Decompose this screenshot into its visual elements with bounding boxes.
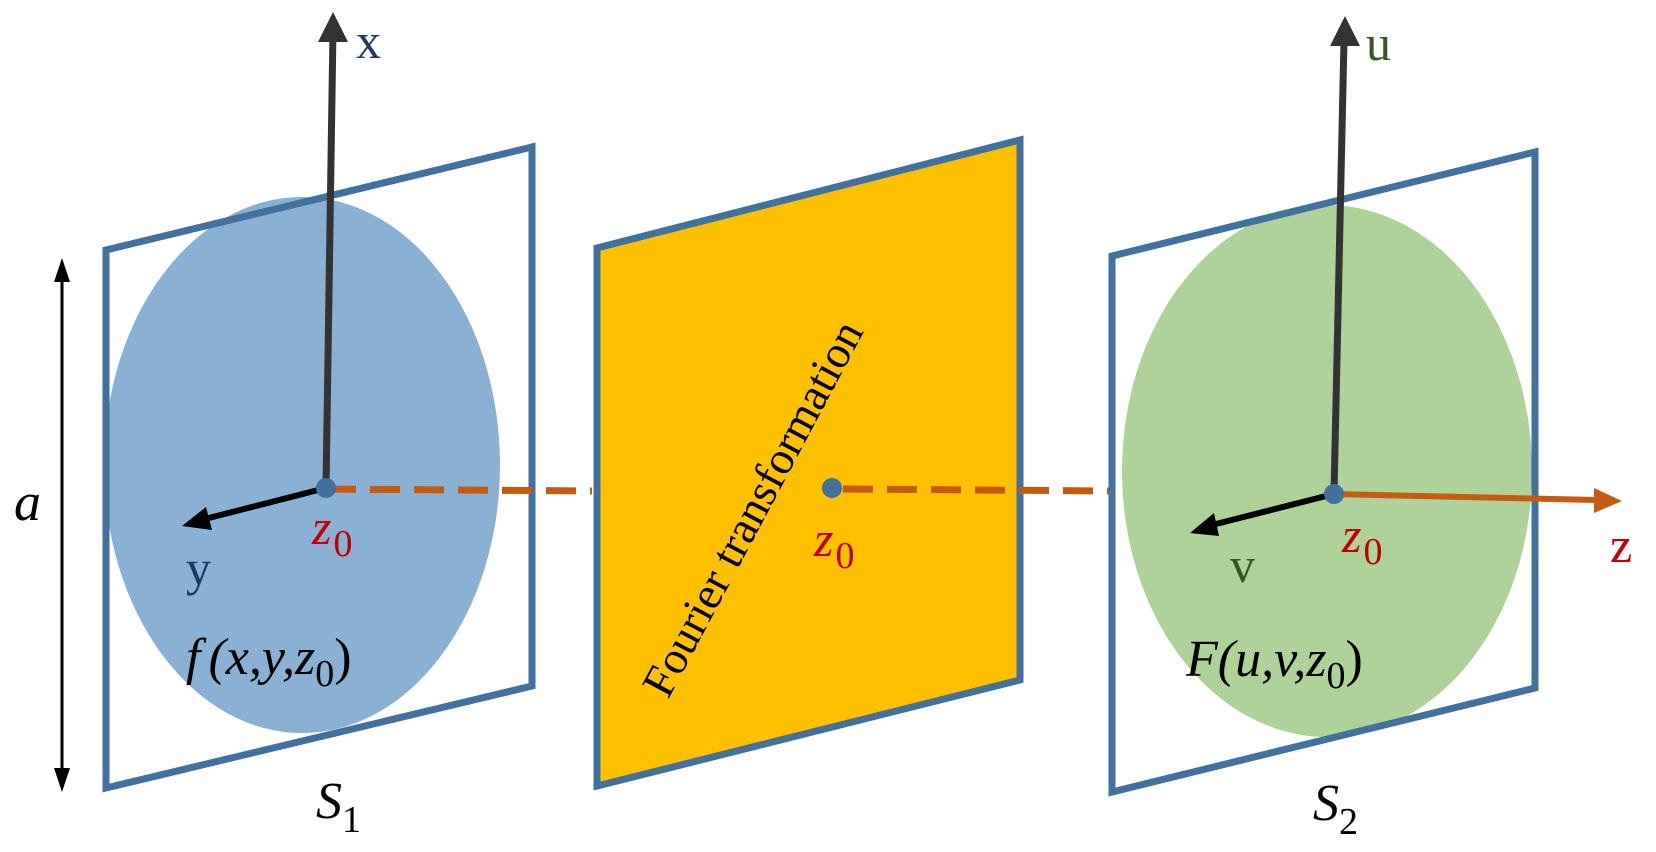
left-origin-sub: 0 (333, 523, 352, 565)
right-disk (1122, 205, 1532, 737)
left-plane-sub: 1 (342, 799, 361, 841)
left-func-close: ) (334, 629, 351, 686)
right-plane-main: S (1313, 775, 1339, 832)
right-func-close: ) (1346, 631, 1363, 688)
right-origin-dot (1324, 484, 1344, 504)
left-origin-dot (316, 478, 336, 498)
beam-dashes-left (325, 485, 593, 495)
fourier-plane (593, 135, 1024, 791)
dimension-marker: a (14, 258, 70, 792)
right-origin-sub: 0 (1363, 531, 1382, 573)
y-axis-arrowhead (182, 507, 212, 530)
right-plane-name: S2 (1313, 775, 1358, 843)
y-axis (204, 485, 327, 522)
right-plane-sub: 2 (1339, 801, 1358, 843)
right-plane: u v z z0 F(u,v,z0) S2 (1108, 15, 1632, 843)
right-origin-label: z0 (1341, 507, 1382, 573)
left-func-sub: 0 (315, 653, 334, 695)
z-axis (1333, 491, 1597, 503)
middle-origin-main: z (813, 511, 833, 567)
z-axis-label: z (1610, 517, 1632, 573)
v-axis-arrowhead (1190, 513, 1219, 536)
x-axis (322, 26, 338, 489)
right-function-label: F(u,v,z0) (1185, 631, 1363, 697)
y-axis-label: y (186, 540, 211, 596)
left-disk (104, 197, 500, 733)
left-frame (102, 142, 536, 793)
right-origin-main: z (1341, 507, 1361, 563)
middle-plane: Fourier transformation z0 (593, 135, 1113, 791)
dimension-label: a (14, 472, 41, 532)
right-func-sub: 0 (1327, 655, 1346, 697)
middle-origin-label: z0 (813, 511, 854, 577)
middle-origin-sub: 0 (835, 535, 854, 577)
v-axis (1211, 491, 1335, 528)
x-axis-arrowhead (318, 12, 348, 42)
right-func-args: (u,v,z (1218, 631, 1327, 688)
left-plane-main: S (316, 773, 342, 830)
left-plane: x y z0 f(x,y,z0) S1 (102, 12, 593, 841)
beam-dashes-middle (842, 485, 1113, 495)
u-axis (1330, 39, 1348, 495)
dimension-arrow-bottom (54, 768, 70, 792)
u-axis-label: u (1366, 15, 1391, 71)
left-origin-main: z (311, 499, 331, 555)
z-axis-arrowhead (1594, 488, 1622, 513)
x-axis-label: x (356, 13, 381, 69)
left-plane-name: S1 (316, 773, 361, 841)
left-func-args: (x,y,z (208, 629, 315, 686)
dimension-arrow-top (54, 258, 70, 282)
middle-origin-dot (822, 478, 842, 498)
v-axis-label: v (1230, 537, 1255, 593)
right-func-prefix: F (1185, 631, 1219, 688)
left-origin-label: z0 (311, 499, 352, 565)
right-frame (1108, 147, 1539, 797)
u-axis-arrowhead (1330, 16, 1360, 46)
